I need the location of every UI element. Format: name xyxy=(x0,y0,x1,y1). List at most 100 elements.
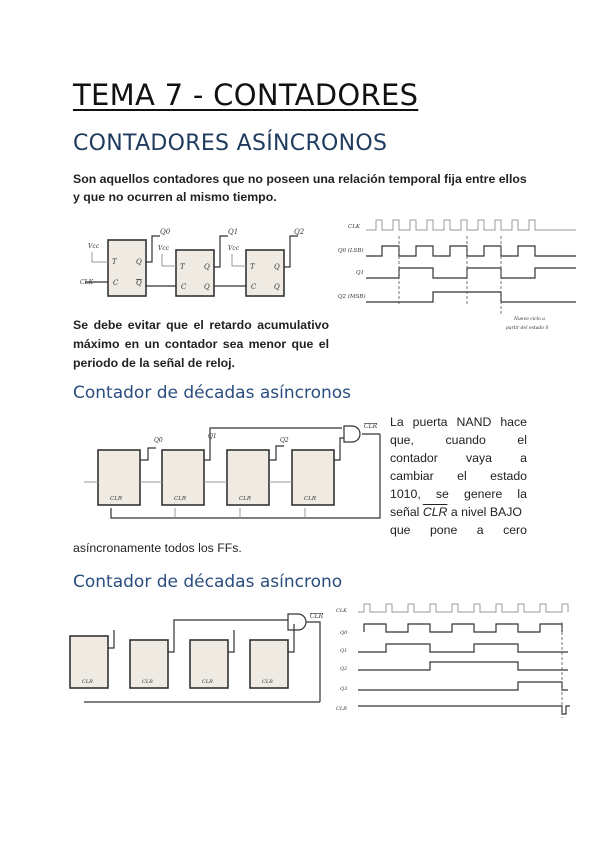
diagram-label: Q0 xyxy=(160,228,171,236)
nand-explanation: La puerta NAND hace que, cuando el conta… xyxy=(390,413,527,539)
timing-diagram-3bit: CLK Q0 (LSB) Q1 Q2 (MSB) Nuevo ciclo a pa… xyxy=(338,219,576,331)
signal-wire xyxy=(108,619,295,653)
signal-wire xyxy=(358,643,568,653)
diagram-label: T xyxy=(112,258,118,266)
text-line: cambiar el estado xyxy=(390,469,527,483)
text-line: La puerta NAND hace xyxy=(390,415,527,429)
diagram-label: CLR xyxy=(82,679,93,685)
diagram-label: Q xyxy=(136,258,142,266)
diagram-label: Nuevo ciclo a xyxy=(513,316,545,322)
nand-explanation-tail: asíncronamente todos los FFs. xyxy=(73,541,242,555)
diagram-label: CLR xyxy=(142,679,153,685)
signal-wire xyxy=(366,245,576,257)
diagram-label: C xyxy=(113,279,119,287)
diagram-label: partir del estado 0 xyxy=(506,325,548,331)
flip-flop-box xyxy=(245,249,285,297)
diagram-label: Q xyxy=(204,283,210,291)
diagram-label: Q0 (LSB) xyxy=(338,247,364,254)
diagram-label: CLR xyxy=(202,679,213,685)
signal-wire xyxy=(174,508,306,518)
decade-counter-heading-2: Contador de décadas asíncrono xyxy=(73,572,343,592)
diagram-label: CLR xyxy=(364,423,378,430)
page-title: TEMA 7 - CONTADORES xyxy=(73,78,419,112)
diagram-label: CLR xyxy=(310,613,324,620)
signal-wire xyxy=(146,235,160,263)
signal-wire xyxy=(161,254,246,267)
diagram-label: Q xyxy=(136,279,142,287)
flip-flop-box xyxy=(291,449,335,506)
flip-flop-box xyxy=(129,639,169,689)
diagram-label: Vcc xyxy=(158,245,170,252)
diagram-label: Q1 xyxy=(228,228,238,236)
diagram-label: Q2 xyxy=(294,228,305,236)
signal-wire xyxy=(363,623,563,633)
signal-wire xyxy=(85,281,246,287)
signal-wire xyxy=(366,267,576,279)
diagram-label: T xyxy=(180,263,186,271)
diagram-label: Q0 xyxy=(154,437,163,444)
diagram-label: CLK xyxy=(80,279,94,286)
diagram-label: Q2 xyxy=(280,437,289,444)
diagram-label: Q xyxy=(274,263,280,271)
signal-wire xyxy=(358,681,568,691)
diagram-label: Q2 xyxy=(340,666,347,672)
diagram-label: CLR xyxy=(262,679,273,685)
section-heading: CONTADORES ASÍNCRONOS xyxy=(73,131,388,156)
decade-counter-heading: Contador de décadas asíncronos xyxy=(73,383,352,403)
flip-flop-box xyxy=(175,249,215,297)
text-line: contador vaya a xyxy=(390,451,527,465)
flip-flop-box xyxy=(249,639,289,689)
diagram-label: CLR xyxy=(239,496,251,502)
flip-flop xyxy=(107,239,147,297)
flip-flop xyxy=(245,249,285,297)
diagram-label: Vcc xyxy=(88,243,100,250)
signal-wire xyxy=(110,434,381,519)
signal-wire xyxy=(140,427,344,461)
diagram-label: CLK xyxy=(348,224,361,230)
diagram-label: Q0 xyxy=(340,630,348,636)
flip-flop-box xyxy=(69,635,109,689)
signal-wire xyxy=(366,219,576,231)
flip-flop-box xyxy=(97,449,141,506)
signal-wire xyxy=(84,613,321,703)
signal-wire xyxy=(358,705,570,715)
diagram-label: T xyxy=(250,263,256,271)
diagram-label: CLR xyxy=(174,496,186,502)
diagram-label: Q1 xyxy=(208,433,217,440)
diagram-label: CLK xyxy=(336,608,347,614)
text-line: que, cuando el xyxy=(390,433,527,447)
intro-paragraph: Son aquellos contadores que no poseen un… xyxy=(73,172,527,204)
diagram-label: Q3 xyxy=(340,686,347,692)
signal-wire xyxy=(284,235,298,268)
signal-wire xyxy=(358,661,568,671)
flip-flop-box xyxy=(226,449,270,506)
signal-wire xyxy=(358,603,569,613)
signal-wire xyxy=(91,252,108,263)
timing-diagram-decade: CLK Q0 Q1 Q2 Q3 CLR xyxy=(336,603,570,718)
diagram-label: Q xyxy=(204,263,210,271)
diagram-label: Q1 xyxy=(340,648,347,654)
diagram-label: CLR xyxy=(304,496,316,502)
text-line: que pone a cero xyxy=(390,523,527,537)
delay-note-paragraph: Se debe evitar que el retardo acumulativ… xyxy=(73,318,329,370)
signal-wire xyxy=(214,235,228,268)
flip-flop-box xyxy=(161,449,205,506)
diagram-label: C xyxy=(251,283,257,291)
diagram-label: Q2 (MSB) xyxy=(338,293,366,300)
text-line: 1010, se genere la xyxy=(390,487,527,501)
flip-flop-box xyxy=(107,239,147,297)
signal-wire xyxy=(366,291,576,303)
flip-flop xyxy=(175,249,215,297)
diagram-label: CLR xyxy=(336,706,347,712)
signal-wire xyxy=(398,236,502,314)
diagram-label: Q xyxy=(274,283,280,291)
diagram-label: Q1 xyxy=(356,270,364,276)
flip-flop-box xyxy=(189,639,229,689)
decade-counter-diagram-2: CLR CLR CLR CLR CLR xyxy=(69,613,324,703)
text-line: señal CLR a nivel BAJO xyxy=(390,505,522,519)
diagram-label: CLR xyxy=(110,496,122,502)
diagram-label: Vcc xyxy=(228,245,240,252)
